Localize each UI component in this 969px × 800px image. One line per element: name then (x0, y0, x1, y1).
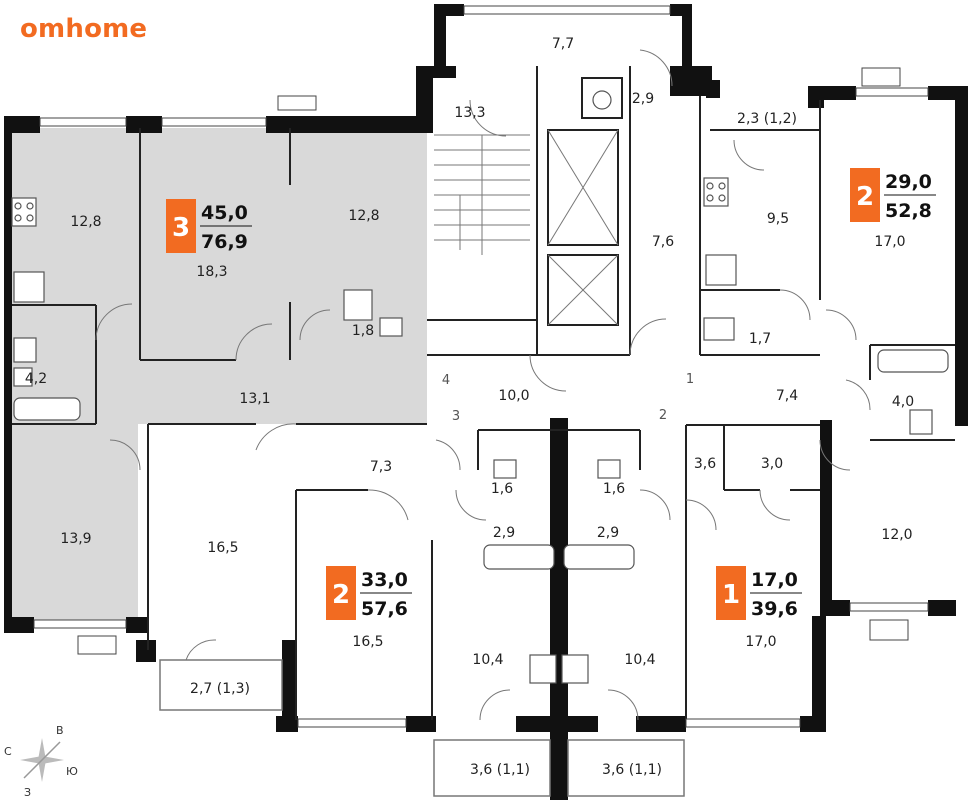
room-label: 9,5 (767, 211, 789, 227)
room-label: 7,4 (776, 388, 798, 404)
badge-room-count: 1 (722, 580, 740, 610)
entrance-number: 2 (659, 408, 667, 423)
compass-south: З (24, 786, 31, 799)
badge-living-area: 29,0 (885, 171, 932, 193)
apartment-badge-2-room-east: 2 29,0 52,8 (850, 168, 936, 222)
compass-east: Ю (66, 765, 78, 778)
room-label: 12,8 (348, 208, 379, 224)
apartment-badge-1-room: 1 17,0 39,6 (716, 566, 802, 620)
entrance-number: 1 (686, 372, 694, 387)
apartment-highlight (12, 128, 427, 620)
entrance-number: 3 (452, 409, 460, 424)
room-label: 12,8 (70, 214, 101, 230)
room-label: 2,9 (597, 525, 619, 541)
badge-total-area: 76,9 (201, 231, 248, 253)
room-label: 17,0 (874, 234, 905, 250)
badge-room-count: 3 (172, 213, 190, 243)
room-label: 1,6 (491, 481, 513, 497)
room-label: 2,7 (1,3) (190, 681, 250, 697)
badge-total-area: 39,6 (751, 598, 798, 620)
staircase (434, 134, 530, 255)
room-label: 3,6 (1,1) (470, 762, 530, 778)
compass-north: В (56, 724, 64, 737)
room-label: 3,0 (761, 456, 783, 472)
room-label: 2,3 (1,2) (737, 111, 797, 127)
badge-room-count: 2 (332, 580, 350, 610)
compass-rose: В Ю З С (4, 724, 78, 799)
room-label: 12,0 (881, 527, 912, 543)
interior-walls (12, 66, 955, 720)
room-label: 3,6 (1,1) (602, 762, 662, 778)
room-label: 16,5 (207, 540, 238, 556)
balconies (159, 659, 685, 797)
badge-living-area: 33,0 (361, 569, 408, 591)
room-label: 1,7 (749, 331, 771, 347)
room-labels: 7,7 13,3 2,9 2,3 (1,2) 12,8 12,8 18,3 9,… (25, 36, 914, 778)
room-label: 7,7 (552, 36, 574, 52)
room-label: 4,0 (892, 394, 914, 410)
badge-total-area: 57,6 (361, 598, 408, 620)
badge-room-count: 2 (856, 182, 874, 212)
room-label: 13,3 (454, 105, 485, 121)
room-label: 16,5 (352, 634, 383, 650)
room-label: 18,3 (196, 264, 227, 280)
room-label: 3,6 (694, 456, 716, 472)
omhome-logo: omhome (20, 14, 148, 44)
room-label: 10,0 (498, 388, 529, 404)
elevator-shafts (547, 77, 623, 326)
room-label: 7,3 (370, 459, 392, 475)
badge-living-area: 17,0 (751, 569, 798, 591)
entrance-number: 4 (442, 373, 450, 388)
fixtures (11, 177, 949, 684)
room-label: 4,2 (25, 371, 47, 387)
room-label: 10,4 (624, 652, 655, 668)
room-label: 13,9 (60, 531, 91, 547)
outer-walls (4, 4, 968, 800)
entrance-numbers: 4 3 1 2 (442, 372, 694, 424)
room-label: 2,9 (632, 91, 654, 107)
compass-west: С (4, 745, 12, 758)
room-label: 17,0 (745, 634, 776, 650)
badge-living-area: 45,0 (201, 202, 248, 224)
badge-total-area: 52,8 (885, 200, 932, 222)
apartment-badge-3-room: 3 45,0 76,9 (166, 199, 252, 253)
apartment-badge-2-room-south: 2 33,0 57,6 (326, 566, 412, 620)
room-label: 2,9 (493, 525, 515, 541)
room-label: 1,6 (603, 481, 625, 497)
doors (95, 49, 871, 721)
room-label: 1,8 (352, 323, 374, 339)
windows (33, 5, 929, 728)
room-label: 13,1 (239, 391, 270, 407)
room-label: 10,4 (472, 652, 503, 668)
room-label: 7,6 (652, 234, 674, 250)
